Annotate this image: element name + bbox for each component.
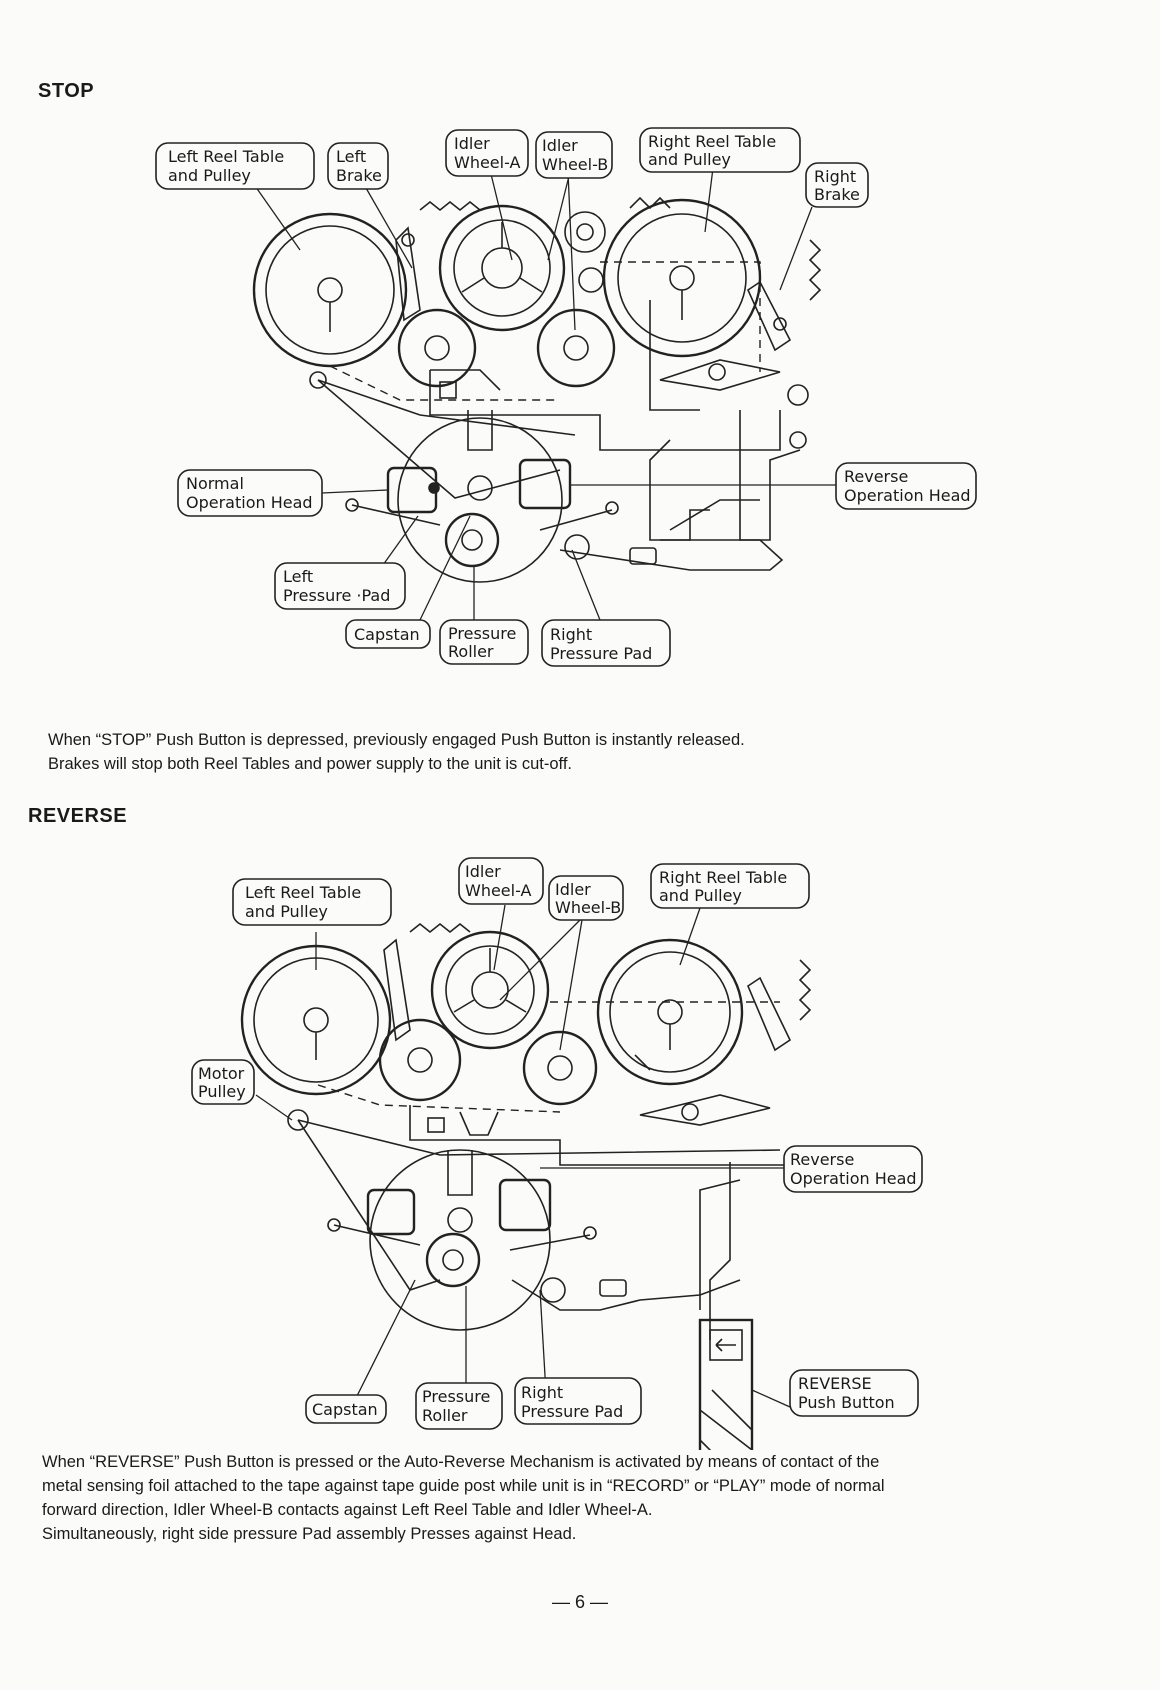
svg-text:Wheel-B: Wheel-B [555, 898, 621, 917]
stop-diagram: Left Reel Table and Pulley Left Brake Id… [155, 127, 977, 667]
svg-text:Pressure Pad: Pressure Pad [550, 644, 652, 663]
stop-label-idler-a: Idler Wheel-A [445, 129, 529, 177]
stop-label-right-reel: Right Reel Table and Pulley [639, 127, 801, 173]
reverse-label-right-reel: Right Reel Table and Pulley [650, 863, 810, 909]
reverse-label-right-pad: Right Pressure Pad [514, 1377, 642, 1425]
svg-text:Idler: Idler [465, 862, 501, 881]
svg-text:Wheel-A: Wheel-A [465, 881, 532, 900]
stop-label-pressure-roller: Pressure Roller [439, 619, 529, 665]
svg-text:Pressure ·Pad: Pressure ·Pad [283, 586, 390, 605]
svg-text:Pressure Pad: Pressure Pad [521, 1402, 623, 1421]
svg-text:Wheel-B: Wheel-B [542, 155, 608, 174]
stop-label-right-pad: Right Pressure Pad [541, 619, 671, 667]
svg-text:Motor: Motor [198, 1064, 245, 1083]
stop-mechanism-drawing [252, 196, 822, 583]
reverse-description-line: Simultaneously, right side pressure Pad … [42, 1525, 577, 1543]
stop-label-capstan: Capstan [345, 619, 431, 649]
svg-text:Left: Left [336, 147, 366, 166]
svg-text:Idler: Idler [555, 880, 591, 899]
svg-text:and Pulley: and Pulley [648, 150, 731, 169]
stop-description-line: Brakes will stop both Reel Tables and po… [48, 755, 573, 773]
stop-label-left-pad: Left Pressure ·Pad [274, 562, 406, 610]
stop-label-idler-b: Idler Wheel-B [535, 131, 613, 179]
stop-label-left-reel: Left Reel Table and Pulley [155, 142, 315, 190]
svg-text:Right: Right [814, 167, 856, 186]
svg-text:Left: Left [283, 567, 313, 586]
reverse-description: When “REVERSE” Push Button is pressed or… [42, 1450, 1132, 1546]
reverse-heading: REVERSE [28, 805, 128, 827]
reverse-label-pressure-roller: Pressure Roller [415, 1382, 503, 1430]
stop-heading: STOP [38, 80, 95, 102]
svg-text:Left Reel Table: Left Reel Table [245, 883, 361, 902]
reverse-mechanism-drawing [242, 924, 812, 1450]
reverse-label-idler-b: Idler Wheel-B [548, 875, 624, 921]
svg-text:Right Reel Table: Right Reel Table [659, 868, 787, 887]
svg-text:Reverse: Reverse [844, 467, 908, 486]
reverse-label-idler-a: Idler Wheel-A [458, 857, 544, 905]
reverse-description-line: metal sensing foil attached to the tape … [42, 1477, 885, 1495]
reverse-label-motor-pulley: Motor Pulley [191, 1059, 255, 1105]
svg-text:and Pulley: and Pulley [168, 166, 251, 185]
svg-text:Pressure: Pressure [448, 624, 516, 643]
svg-text:Pulley: Pulley [198, 1082, 246, 1101]
reverse-description-line: forward direction, Idler Wheel-B contact… [42, 1501, 653, 1519]
svg-text:Idler: Idler [454, 134, 490, 153]
svg-text:Push Button: Push Button [798, 1393, 895, 1412]
reverse-description-line: When “REVERSE” Push Button is pressed or… [42, 1453, 880, 1471]
svg-text:Right: Right [550, 625, 592, 644]
svg-text:Capstan: Capstan [354, 625, 420, 644]
stop-label-normal-head: Normal Operation Head [177, 469, 323, 517]
svg-text:Wheel-A: Wheel-A [454, 153, 521, 172]
svg-text:REVERSE: REVERSE [798, 1374, 872, 1393]
svg-text:Normal: Normal [186, 474, 244, 493]
svg-text:and Pulley: and Pulley [659, 886, 742, 905]
svg-text:Operation Head: Operation Head [186, 493, 313, 512]
svg-text:and Pulley: and Pulley [245, 902, 328, 921]
svg-text:Brake: Brake [814, 185, 860, 204]
svg-text:Right: Right [521, 1383, 563, 1402]
svg-text:Left Reel Table: Left Reel Table [168, 147, 284, 166]
stop-description-line: When “STOP” Push Button is depressed, pr… [48, 731, 745, 749]
reverse-label-capstan: Capstan [305, 1394, 387, 1424]
svg-text:Operation Head: Operation Head [790, 1169, 917, 1188]
svg-text:Brake: Brake [336, 166, 382, 185]
svg-text:Roller: Roller [422, 1406, 468, 1425]
stop-description: When “STOP” Push Button is depressed, pr… [48, 728, 1118, 776]
reverse-label-push-button: REVERSE Push Button [789, 1369, 919, 1417]
svg-text:Pressure: Pressure [422, 1387, 490, 1406]
stop-label-right-brake: Right Brake [805, 162, 869, 208]
svg-text:Idler: Idler [542, 136, 578, 155]
reverse-diagram: Left Reel Table and Pulley Idler Wheel-A… [0, 850, 923, 1450]
svg-text:Right Reel Table: Right Reel Table [648, 132, 776, 151]
svg-text:Roller: Roller [448, 642, 494, 661]
stop-label-reverse-head: Reverse Operation Head [835, 462, 977, 510]
reverse-label-left-reel: Left Reel Table and Pulley [232, 878, 392, 926]
reverse-label-reverse-head: Reverse Operation Head [783, 1145, 923, 1193]
svg-text:Capstan: Capstan [312, 1400, 378, 1419]
svg-text:Operation Head: Operation Head [844, 486, 971, 505]
svg-text:Reverse: Reverse [790, 1150, 854, 1169]
stop-label-left-brake: Left Brake [327, 142, 389, 190]
page-number: — 6 — [551, 1592, 608, 1612]
